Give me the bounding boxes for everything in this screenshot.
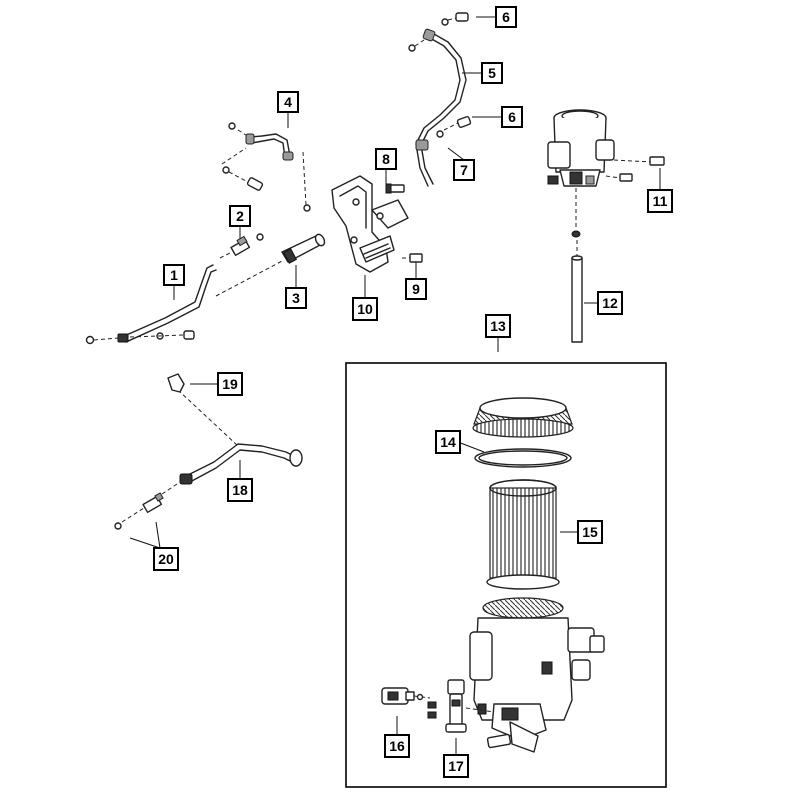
callout-label: 8 bbox=[382, 151, 390, 167]
oring-14 bbox=[474, 448, 572, 468]
sensor-3 bbox=[215, 233, 326, 297]
callout-13: 13 bbox=[485, 314, 511, 338]
callout-3: 3 bbox=[285, 287, 307, 309]
clip-19 bbox=[167, 373, 185, 393]
callout-17: 17 bbox=[443, 754, 469, 778]
callout-label: 16 bbox=[389, 738, 405, 754]
callout-label: 6 bbox=[508, 109, 516, 125]
callout-label: 1 bbox=[170, 267, 178, 283]
callout-19: 19 bbox=[217, 372, 243, 396]
callout-label: 19 bbox=[222, 376, 238, 392]
callout-label: 9 bbox=[412, 281, 420, 297]
callout-7: 7 bbox=[453, 159, 475, 181]
callout-label: 5 bbox=[488, 65, 496, 81]
bracket-10 bbox=[331, 175, 409, 273]
drain-valve-17 bbox=[427, 679, 495, 733]
filter-lid-14 bbox=[472, 397, 574, 438]
callout-label: 10 bbox=[357, 301, 373, 317]
leader-lines bbox=[129, 16, 661, 755]
callout-label: 6 bbox=[502, 9, 510, 25]
filter-housing bbox=[469, 597, 605, 753]
callout-9: 9 bbox=[405, 278, 427, 300]
fuel-tube-18 bbox=[177, 389, 303, 485]
callout-label: 3 bbox=[292, 290, 300, 306]
callout-1: 1 bbox=[163, 264, 185, 286]
callout-12: 12 bbox=[597, 291, 623, 315]
callout-label: 7 bbox=[460, 162, 468, 178]
callout-20: 20 bbox=[153, 547, 179, 571]
fitting-2 bbox=[219, 233, 264, 259]
bolt-9 bbox=[402, 253, 423, 263]
callout-label: 17 bbox=[448, 758, 464, 774]
callout-18: 18 bbox=[227, 478, 253, 502]
callout-label: 18 bbox=[232, 482, 248, 498]
fuel-tube-5 bbox=[408, 12, 472, 187]
callout-8: 8 bbox=[375, 148, 397, 170]
bolt-8 bbox=[385, 183, 405, 194]
callout-label: 20 bbox=[158, 551, 174, 567]
callout-14: 14 bbox=[435, 430, 461, 454]
callout-6-middle: 6 bbox=[501, 106, 523, 128]
fitting-20 bbox=[114, 481, 181, 530]
fuel-tube-4 bbox=[221, 122, 311, 212]
filter-element-15 bbox=[486, 479, 560, 590]
sensor-16 bbox=[381, 687, 431, 705]
callout-label: 14 bbox=[440, 434, 456, 450]
callout-label: 12 bbox=[602, 295, 618, 311]
callout-4: 4 bbox=[277, 91, 299, 113]
callout-2: 2 bbox=[229, 205, 251, 227]
callout-label: 15 bbox=[582, 524, 598, 540]
fuel-tube-1 bbox=[85, 264, 217, 345]
callout-label: 11 bbox=[653, 193, 668, 209]
filter-header-assembly bbox=[547, 109, 665, 238]
callout-label: 4 bbox=[284, 94, 292, 110]
callout-10: 10 bbox=[352, 297, 378, 321]
callout-label: 13 bbox=[490, 318, 506, 334]
callout-11: 11 bbox=[647, 189, 673, 213]
callout-15: 15 bbox=[577, 520, 603, 544]
standpipe-12 bbox=[571, 240, 583, 343]
callout-label: 2 bbox=[236, 208, 244, 224]
callout-5: 5 bbox=[481, 62, 503, 84]
kit-13-frame bbox=[345, 362, 667, 788]
callout-6-top: 6 bbox=[495, 6, 517, 28]
callout-16: 16 bbox=[384, 734, 410, 758]
